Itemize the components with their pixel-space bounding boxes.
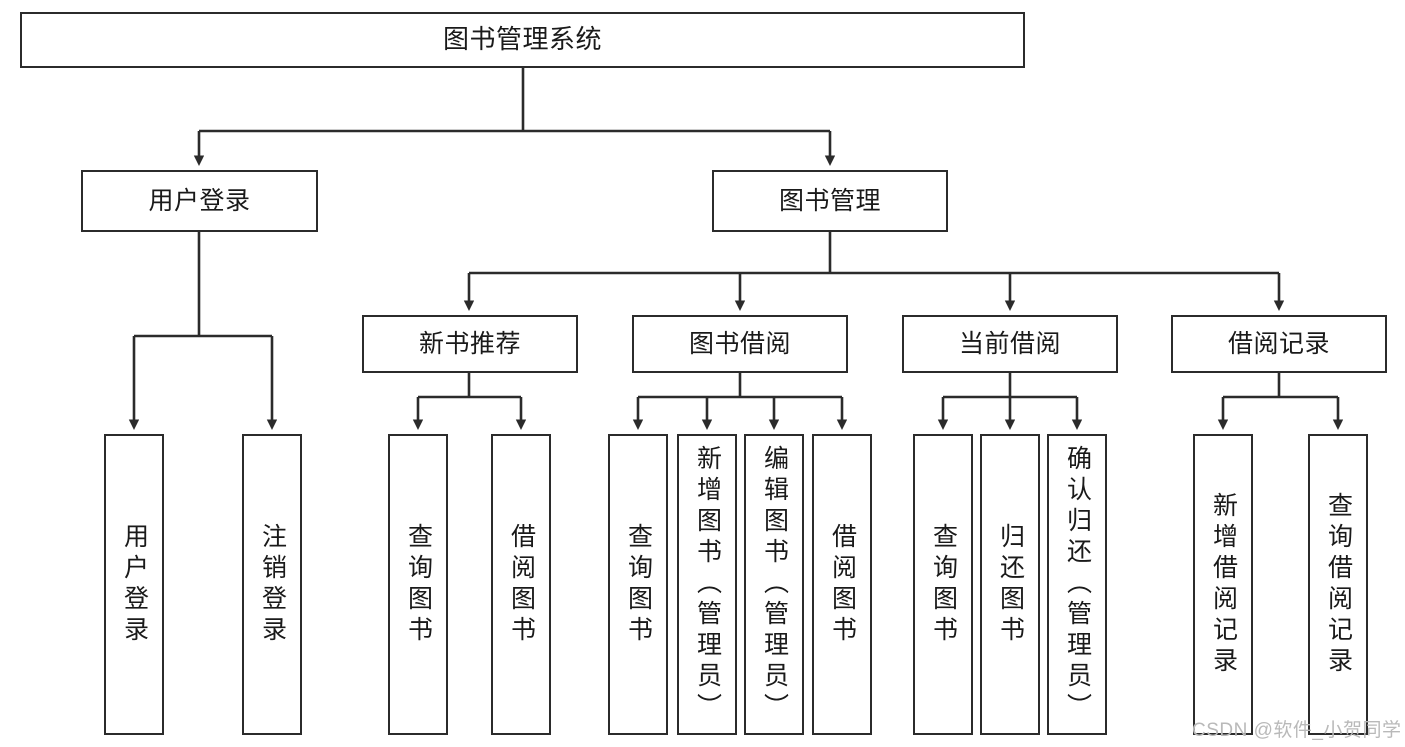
node-label: 新增图书（管理员）	[693, 445, 722, 724]
node-label: 查询图书	[929, 522, 958, 647]
node-label: 用户登录	[148, 187, 251, 215]
node-user-login[interactable]: 用户登录	[81, 170, 318, 232]
node-book-management[interactable]: 图书管理	[712, 170, 948, 232]
node-label: 确认归还（管理员）	[1063, 445, 1092, 724]
node-label: 查询借阅记录	[1324, 491, 1353, 678]
leaf-add-book-admin[interactable]: 新增图书（管理员）	[677, 434, 737, 735]
node-label: 借阅记录	[1227, 330, 1330, 358]
node-label: 当前借阅	[958, 330, 1061, 358]
node-label: 编辑图书（管理员）	[760, 445, 789, 724]
node-label: 用户登录	[120, 522, 149, 647]
leaf-query-book-current[interactable]: 查询图书	[913, 434, 973, 735]
leaf-query-borrow-record[interactable]: 查询借阅记录	[1308, 434, 1368, 735]
leaf-query-book-borrow[interactable]: 查询图书	[608, 434, 668, 735]
node-book-borrow[interactable]: 图书借阅	[632, 315, 848, 373]
node-current-borrow[interactable]: 当前借阅	[902, 315, 1118, 373]
leaf-query-book-recommend[interactable]: 查询图书	[388, 434, 448, 735]
node-label: 归还图书	[996, 522, 1025, 647]
node-root-book-management-system[interactable]: 图书管理系统	[20, 12, 1025, 68]
leaf-return-book[interactable]: 归还图书	[980, 434, 1040, 735]
leaf-add-borrow-record[interactable]: 新增借阅记录	[1193, 434, 1253, 735]
node-label: 查询图书	[404, 522, 433, 647]
leaf-logout[interactable]: 注销登录	[242, 434, 302, 735]
node-label: 新增借阅记录	[1209, 491, 1238, 678]
node-borrow-record[interactable]: 借阅记录	[1171, 315, 1387, 373]
node-label: 注销登录	[258, 522, 287, 647]
node-label: 图书借阅	[688, 330, 791, 358]
leaf-confirm-return-admin[interactable]: 确认归还（管理员）	[1047, 434, 1107, 735]
node-label: 借阅图书	[507, 522, 536, 647]
leaf-lend-book[interactable]: 借阅图书	[812, 434, 872, 735]
leaf-edit-book-admin[interactable]: 编辑图书（管理员）	[744, 434, 804, 735]
node-label: 借阅图书	[828, 522, 857, 647]
csdn-watermark: CSDN @软件_小贺同学	[1192, 720, 1402, 741]
node-label: 新书推荐	[418, 330, 521, 358]
leaf-borrow-book-recommend[interactable]: 借阅图书	[491, 434, 551, 735]
node-label: 图书管理	[778, 187, 881, 215]
node-label: 图书管理系统	[442, 24, 602, 55]
leaf-user-login[interactable]: 用户登录	[104, 434, 164, 735]
node-new-book-recommend[interactable]: 新书推荐	[362, 315, 578, 373]
node-label: 查询图书	[624, 522, 653, 647]
